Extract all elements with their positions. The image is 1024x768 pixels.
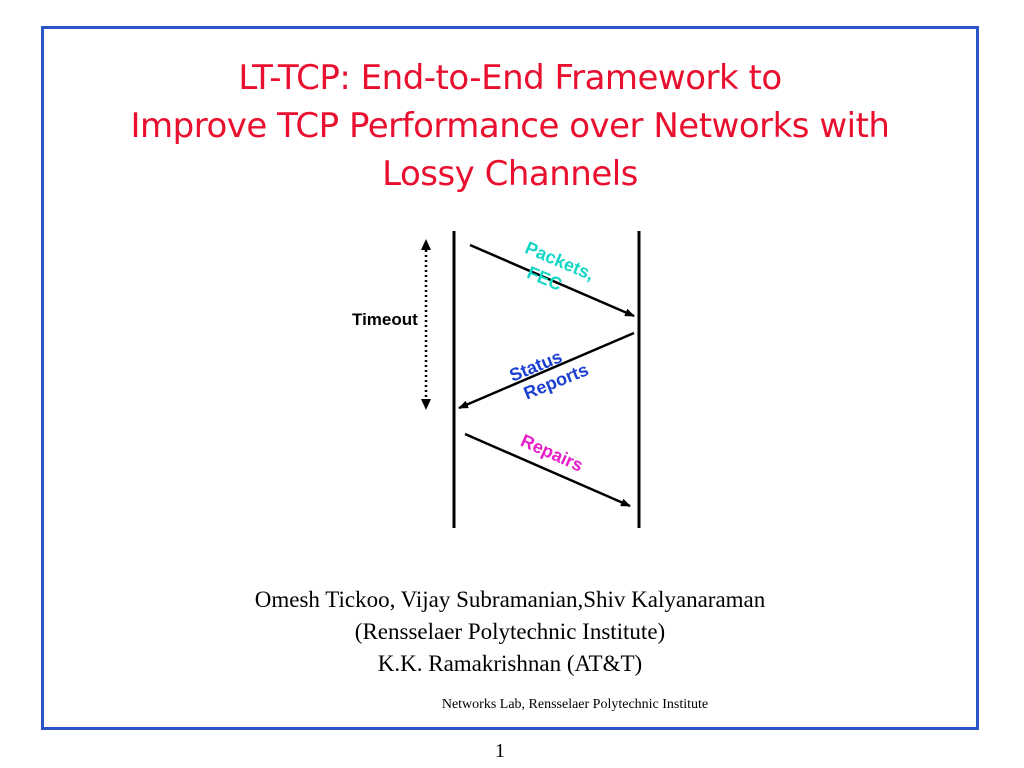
slide-frame xyxy=(41,26,979,730)
footer-text: Networks Lab, Rensselaer Polytechnic Ins… xyxy=(441,697,709,712)
status-label-group: Status Reports xyxy=(506,346,591,403)
timeout-label: Timeout xyxy=(352,310,418,329)
packets-arrow xyxy=(469,243,635,318)
timeout-down-arrowhead xyxy=(421,399,431,410)
repairs-label: Repairs xyxy=(518,430,586,475)
status-reports-arrow xyxy=(458,331,635,410)
repairs-arrow xyxy=(464,432,631,508)
timeout-interval xyxy=(421,239,431,410)
title-line-3: Lossy Channels xyxy=(382,154,638,194)
title-line-1: LT-TCP: End-to-End Framework to xyxy=(238,58,782,98)
authors-line-3: K.K. Ramakrishnan (AT&T) xyxy=(377,651,643,676)
authors-line-1: Omesh Tickoo, Vijay Subramanian,Shiv Kal… xyxy=(254,587,766,612)
slide-title: LT-TCP: End-to-End Framework to Improve … xyxy=(60,54,960,198)
title-line-2: Improve TCP Performance over Networks wi… xyxy=(130,106,890,146)
repairs-label-group: Repairs xyxy=(518,430,586,475)
authors-line-2: (Rensselaer Polytechnic Institute) xyxy=(354,619,666,644)
page-number: 1 xyxy=(495,740,505,762)
authors-block: Omesh Tickoo, Vijay Subramanian,Shiv Kal… xyxy=(60,584,960,680)
timeout-up-arrowhead xyxy=(421,239,431,250)
